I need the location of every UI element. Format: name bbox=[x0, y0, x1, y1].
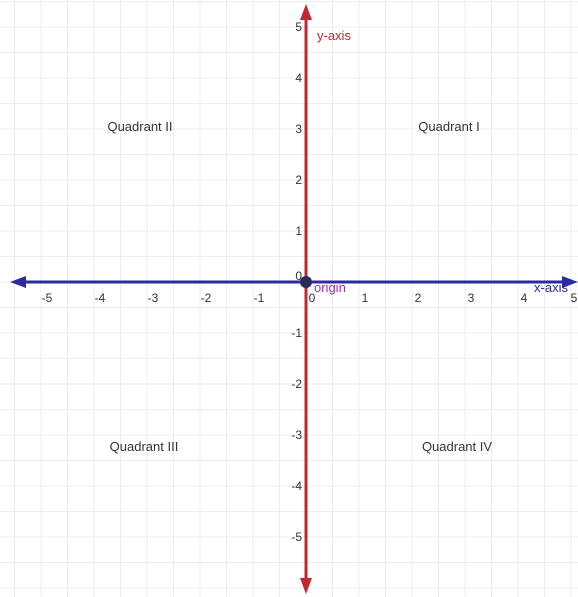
y-tick-label: -1 bbox=[291, 326, 302, 340]
x-axis-label: x-axis bbox=[534, 280, 568, 295]
y-tick-label: 4 bbox=[295, 71, 302, 85]
x-tick-label: -5 bbox=[42, 291, 53, 305]
y-axis-label: y-axis bbox=[317, 28, 351, 43]
y-axis-tick-labels: -5 -4 -3 -2 -1 0 1 2 3 4 5 bbox=[291, 20, 302, 544]
y-axis-arrow-top bbox=[300, 4, 312, 20]
x-tick-label: 0 bbox=[309, 291, 316, 305]
x-tick-label: 5 bbox=[571, 291, 578, 305]
y-tick-label: 2 bbox=[295, 173, 302, 187]
x-axis-tick-labels: -5 -4 -3 -2 -1 0 1 2 3 4 5 bbox=[42, 291, 578, 305]
y-tick-label: -2 bbox=[291, 377, 302, 391]
x-tick-label: 3 bbox=[468, 291, 475, 305]
x-tick-label: 4 bbox=[521, 291, 528, 305]
y-tick-label: 0 bbox=[295, 269, 302, 283]
y-tick-label: 5 bbox=[295, 20, 302, 34]
origin-point bbox=[300, 276, 312, 288]
x-axis-arrow-right bbox=[562, 276, 578, 288]
x-axis-arrow-left bbox=[10, 276, 26, 288]
x-tick-label: 1 bbox=[362, 291, 369, 305]
quadrant-4-label: Quadrant IV bbox=[422, 439, 492, 454]
y-tick-label: 3 bbox=[295, 122, 302, 136]
y-tick-label: 1 bbox=[295, 224, 302, 238]
x-tick-label: -1 bbox=[254, 291, 265, 305]
quadrant-3-label: Quadrant III bbox=[110, 439, 179, 454]
x-tick-label: -3 bbox=[148, 291, 159, 305]
y-tick-label: -4 bbox=[291, 479, 302, 493]
x-tick-label: -4 bbox=[95, 291, 106, 305]
quadrant-2-label: Quadrant II bbox=[107, 119, 172, 134]
y-axis-arrow-bottom bbox=[300, 578, 312, 594]
y-tick-label: -5 bbox=[291, 530, 302, 544]
x-tick-label: -2 bbox=[201, 291, 212, 305]
quadrant-1-label: Quadrant I bbox=[418, 119, 479, 134]
x-tick-label: 2 bbox=[415, 291, 422, 305]
y-tick-label: -3 bbox=[291, 428, 302, 442]
origin-label: origin bbox=[314, 280, 346, 295]
